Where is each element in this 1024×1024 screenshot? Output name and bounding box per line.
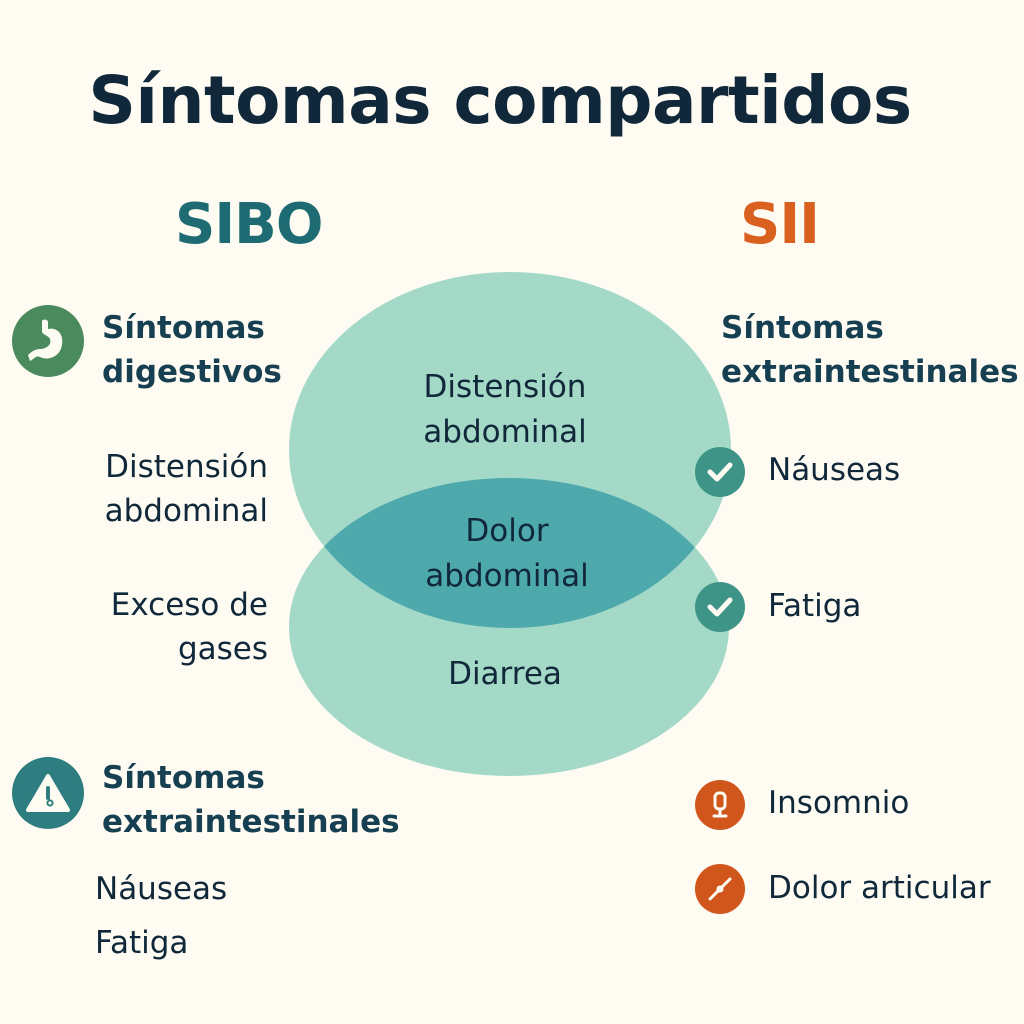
venn-overlap-label: Dolor abdominal [362,509,652,599]
sleep-icon [695,780,745,830]
check-icon [695,447,745,497]
venn-top-line1: Distensión [423,369,587,405]
sii-label: SII [740,192,820,257]
item-line2: gases [177,631,268,667]
list-item: Distensión abdominal [105,445,268,533]
extraintestinal-heading-right: Síntomas extraintestinales [721,306,1019,394]
venn-top-label: Distensión abdominal [360,365,650,455]
list-item: Dolor articular [768,870,991,906]
venn-overlap [289,478,729,628]
venn-top-line2: abdominal [423,414,587,450]
digestive-heading-line1: Síntomas [102,310,265,346]
digestive-heading: Síntomas digestivos [102,306,282,394]
list-item: Insomnio [768,785,910,821]
item-line1: Distensión [105,449,268,485]
heading-line2: extraintestinales [721,354,1019,390]
digestive-heading-line2: digestivos [102,354,282,390]
warning-icon [12,757,84,829]
list-item: Fatiga [95,925,189,961]
stomach-icon [12,305,84,377]
venn-overlap-line1: Dolor [465,513,549,549]
page-title: Síntomas compartidos [88,62,912,139]
sibo-label: SIBO [175,192,323,257]
venn-overlap-line2: abdominal [425,558,589,594]
list-item: Exceso de gases [111,583,268,671]
heading-line1: Síntomas [102,760,265,796]
list-item: Náuseas [95,871,228,907]
check-icon [695,582,745,632]
extraintestinal-heading-left: Síntomas extraintestinales [102,756,400,844]
item-line2: abdominal [104,493,268,529]
venn-bottom-label: Diarrea [448,656,562,692]
list-item: Náuseas [768,452,901,488]
heading-line2: extraintestinales [102,804,400,840]
list-item: Fatiga [768,588,862,624]
joint-icon [695,864,745,914]
item-line1: Exceso de [110,587,268,623]
heading-line1: Síntomas [721,310,884,346]
